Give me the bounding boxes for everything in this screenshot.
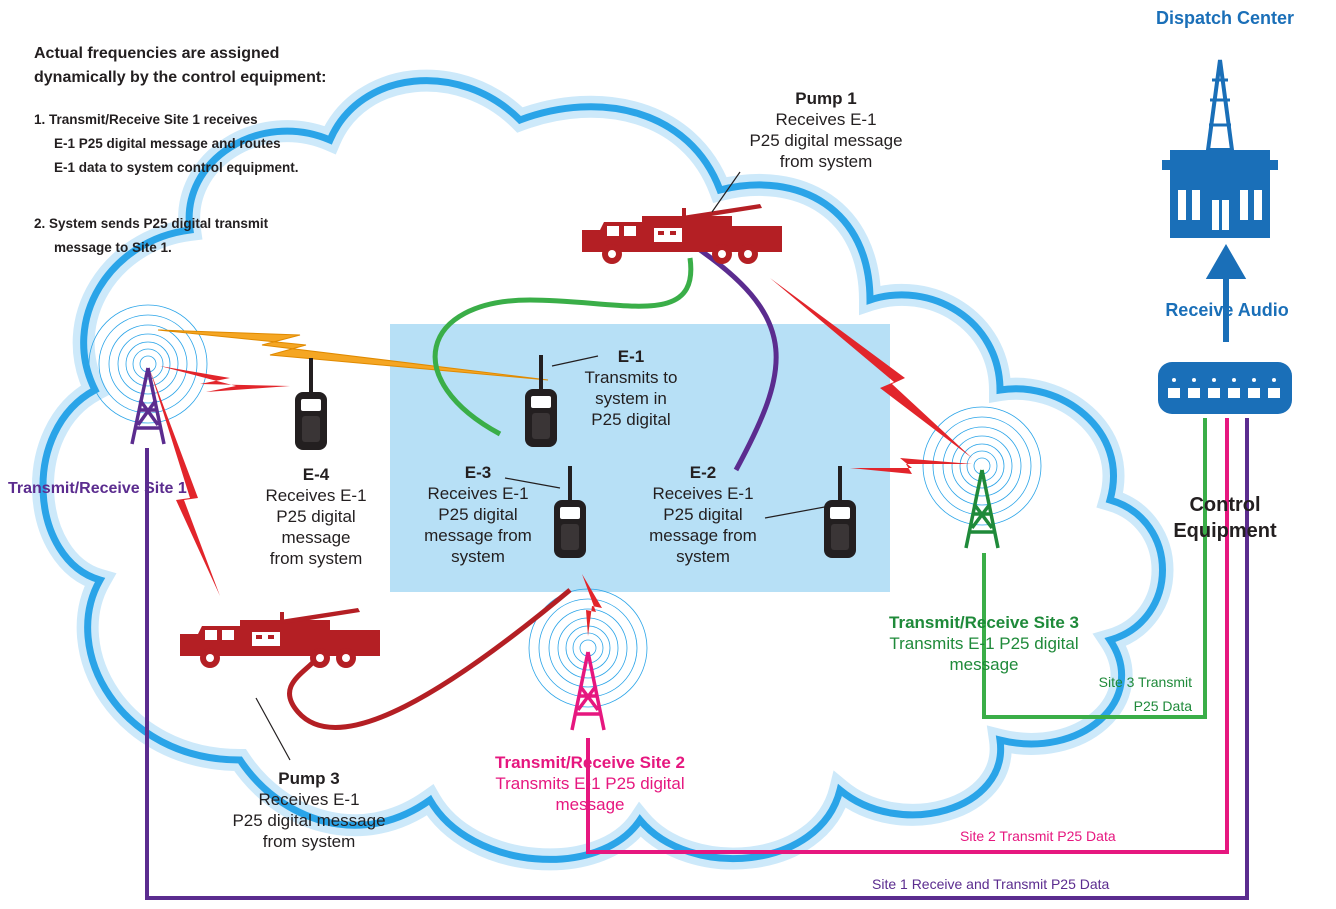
site3-link-line2: P25 Data bbox=[1133, 698, 1192, 714]
link-e3-pump1-green bbox=[432, 257, 694, 437]
e1-line2: system in bbox=[595, 389, 667, 408]
pump1-line3: from system bbox=[779, 152, 873, 171]
e2-label: E-2 Receives E-1 P25 digital message fro… bbox=[628, 462, 778, 567]
step1-line2: E-1 P25 digital message and routes bbox=[54, 136, 281, 151]
site3-title: Transmit/Receive Site 3 bbox=[889, 613, 1079, 632]
e1-line3: P25 digital bbox=[591, 410, 671, 429]
pump1-name: Pump 1 bbox=[795, 89, 857, 108]
site3-link-line bbox=[982, 418, 1207, 719]
e4-radio-icon bbox=[295, 358, 327, 450]
e1-label: E-1 Transmits to system in P25 digital bbox=[566, 346, 696, 430]
link-e2-pump1-purple bbox=[698, 247, 779, 472]
site1-link-line bbox=[145, 418, 1249, 900]
control-equipment-label: Control Equipment bbox=[1150, 492, 1300, 544]
pump1-line2: P25 digital message bbox=[749, 131, 903, 150]
pump3-truck-icon bbox=[180, 608, 380, 668]
e3-line2: P25 digital bbox=[438, 505, 518, 524]
pump1-truck-icon bbox=[582, 204, 782, 264]
step-2: 2. System sends P25 digital transmit mes… bbox=[34, 212, 268, 260]
e2-line3: message from bbox=[649, 526, 757, 545]
e3-line1: Receives E-1 bbox=[427, 484, 529, 503]
signal-pump1-to-site3 bbox=[770, 278, 972, 458]
site3-label: Transmit/Receive Site 3 Transmits E-1 P2… bbox=[854, 612, 1114, 675]
signal-site1-to-e4 bbox=[160, 366, 290, 392]
site2-title: Transmit/Receive Site 2 bbox=[495, 753, 685, 772]
site2-label: Transmit/Receive Site 2 Transmits E-1 P2… bbox=[460, 752, 720, 815]
site2-link-line bbox=[586, 418, 1229, 854]
e3-label: E-3 Receives E-1 P25 digital message fro… bbox=[408, 462, 548, 567]
e4-name: E-4 bbox=[302, 465, 330, 484]
cloud-outline bbox=[39, 77, 1166, 863]
site1-signal-rings bbox=[88, 304, 208, 424]
site2-tower-icon bbox=[570, 651, 606, 731]
receive-audio-arrow bbox=[1205, 243, 1247, 342]
callout-lines bbox=[255, 171, 831, 761]
e4-label: E-4 Receives E-1 P25 digital message fro… bbox=[246, 464, 386, 569]
pump3-name: Pump 3 bbox=[278, 769, 340, 788]
receive-audio-label: Receive Audio bbox=[1165, 300, 1289, 320]
e2-line2: P25 digital bbox=[663, 505, 743, 524]
site2-line1: Transmits E-1 P25 digital bbox=[495, 774, 685, 793]
coverage-zone bbox=[390, 324, 890, 592]
e2-line1: Receives E-1 bbox=[652, 484, 754, 503]
e3-line3: message from bbox=[424, 526, 532, 545]
e1-line1: Transmits to bbox=[584, 368, 678, 387]
site3-tower-icon bbox=[964, 469, 1000, 549]
e3-name: E-3 bbox=[464, 463, 492, 482]
step1-line3: E-1 data to system control equipment. bbox=[54, 160, 299, 175]
site1-link-label: Site 1 Receive and Transmit P25 Data bbox=[872, 876, 1110, 892]
intro-heading-line2: dynamically by the control equipment: bbox=[34, 69, 327, 86]
e4-line4: from system bbox=[269, 549, 363, 568]
dispatch-building-icon bbox=[1162, 59, 1278, 238]
dispatch-center-title: Dispatch Center bbox=[1155, 8, 1295, 28]
control-line2: Equipment bbox=[1173, 520, 1277, 542]
pump1-label: Pump 1 Receives E-1 P25 digital message … bbox=[736, 88, 916, 172]
site1-title: Transmit/Receive Site 1 bbox=[8, 480, 187, 497]
signal-site2-to-e3 bbox=[582, 574, 602, 636]
site3-line1: Transmits E-1 P25 digital bbox=[889, 634, 1079, 653]
site2-link-label: Site 2 Transmit P25 Data bbox=[960, 828, 1116, 844]
intro-heading: Actual frequencies are assigned dynamica… bbox=[34, 42, 327, 90]
pump3-line2: P25 digital message bbox=[232, 811, 386, 830]
e4-line2: P25 digital bbox=[276, 507, 356, 526]
control-line1: Control bbox=[1189, 494, 1261, 516]
pump3-line3: from system bbox=[262, 832, 356, 851]
e1-name: E-1 bbox=[617, 347, 645, 366]
site3-line2: message bbox=[949, 655, 1019, 674]
intro-heading-line1: Actual frequencies are assigned bbox=[34, 45, 280, 62]
site2-line2: message bbox=[555, 795, 625, 814]
e3-line4: system bbox=[451, 547, 505, 566]
step2-line2: message to Site 1. bbox=[54, 240, 172, 255]
step2-line1: 2. System sends P25 digital transmit bbox=[34, 216, 269, 231]
e2-name: E-2 bbox=[689, 463, 717, 482]
pump3-line1: Receives E-1 bbox=[258, 790, 360, 809]
pump1-line1: Receives E-1 bbox=[775, 110, 877, 129]
site3-link-label: Site 3 Transmit P25 Data bbox=[1062, 670, 1192, 718]
site1-tower-icon bbox=[130, 367, 166, 445]
signal-e1-to-site1 bbox=[157, 329, 549, 381]
site3-signal-rings bbox=[922, 406, 1042, 526]
e2-line4: system bbox=[676, 547, 730, 566]
control-equipment-icon bbox=[1158, 362, 1292, 414]
pump3-label: Pump 3 Receives E-1 P25 digital message … bbox=[214, 768, 404, 852]
site3-link-line1: Site 3 Transmit bbox=[1098, 674, 1192, 690]
step1-line1: 1. Transmit/Receive Site 1 receives bbox=[34, 112, 258, 127]
step-1: 1. Transmit/Receive Site 1 receives E-1 … bbox=[34, 108, 299, 180]
link-e3-pump3-red bbox=[287, 588, 572, 730]
signal-site3-to-e2 bbox=[850, 458, 972, 474]
e4-line1: Receives E-1 bbox=[265, 486, 367, 505]
e4-line3: message bbox=[281, 528, 351, 547]
